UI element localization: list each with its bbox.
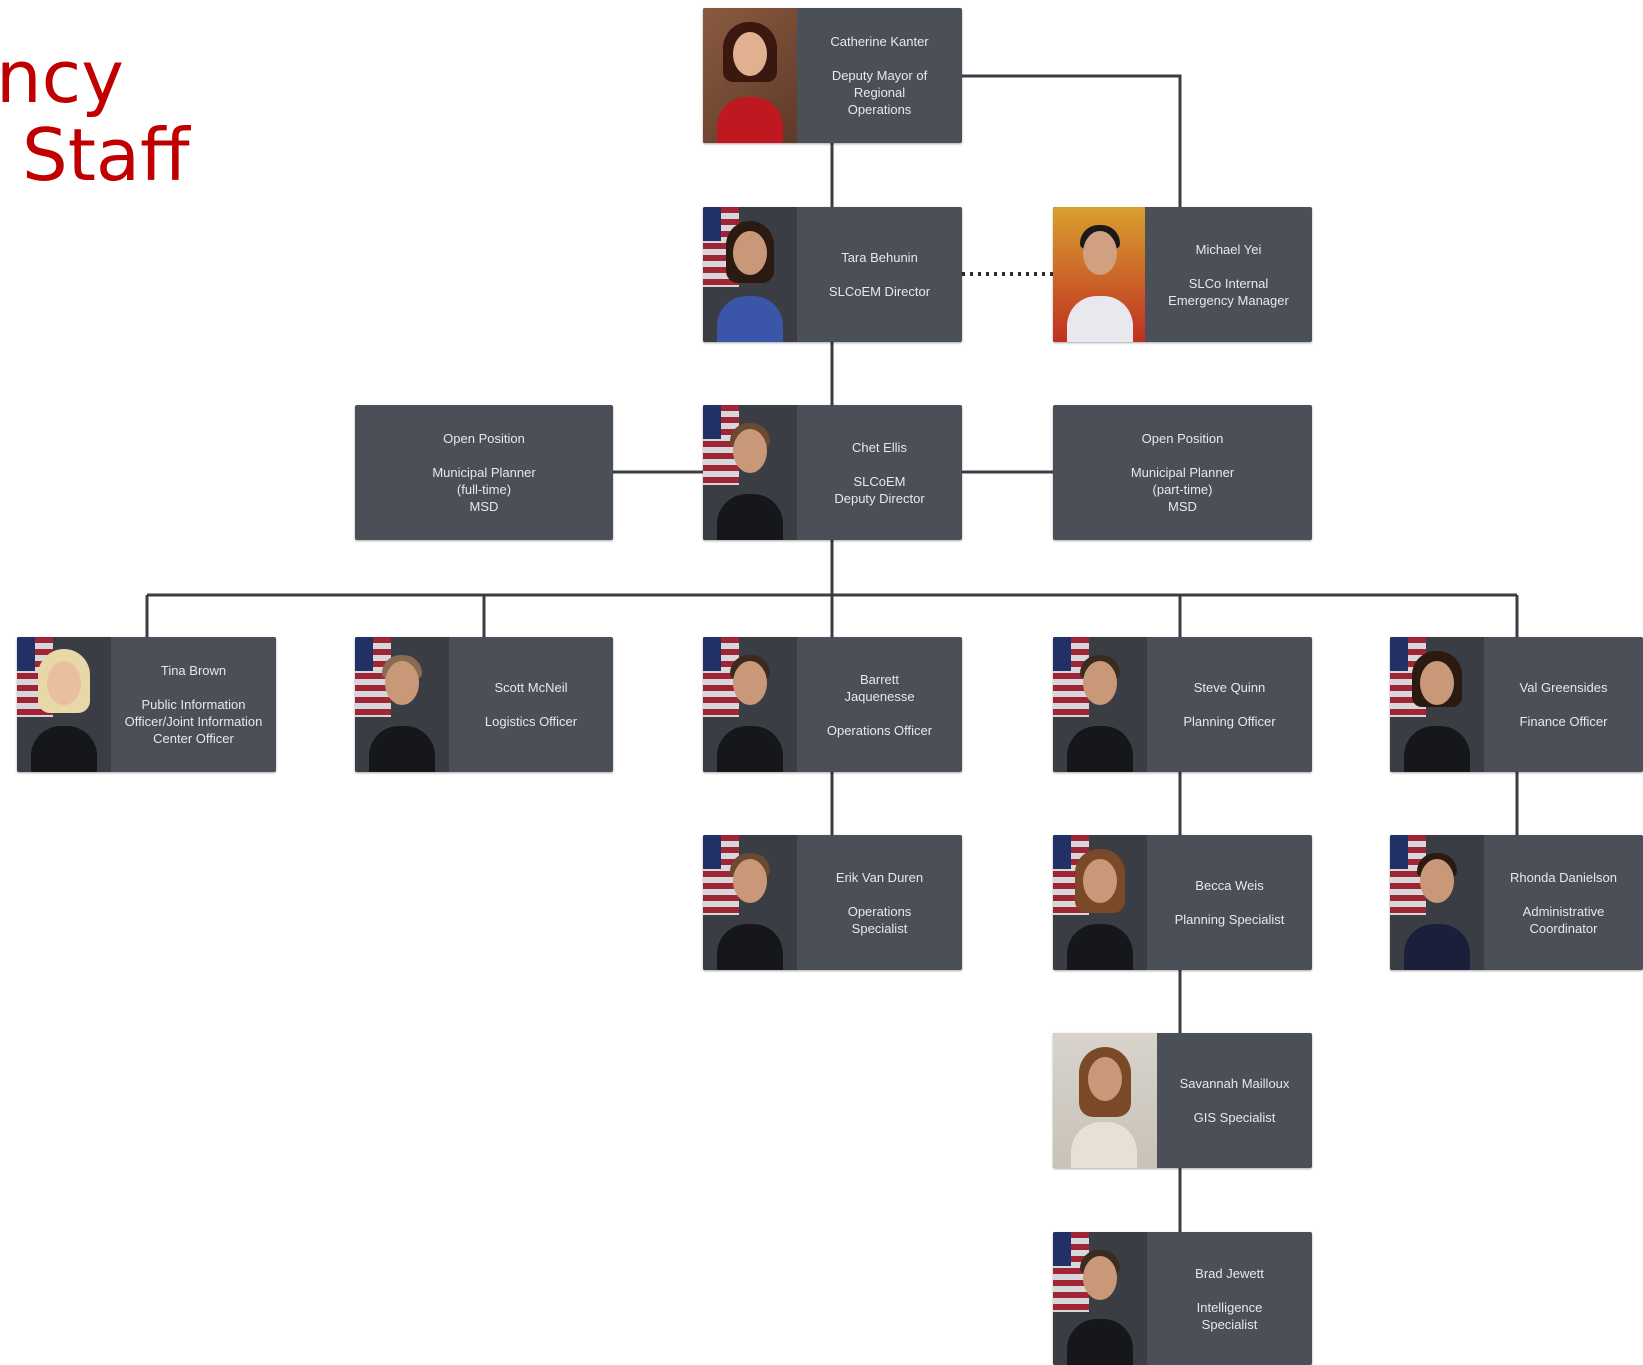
person-role: Public Information Officer/Joint Informa… bbox=[124, 697, 263, 746]
card-jewett[interactable]: Brad Jewett Intelligence Specialist bbox=[1053, 1232, 1312, 1365]
person-role: Planning Officer bbox=[1183, 714, 1276, 729]
person-name: Rhonda Danielson bbox=[1510, 869, 1617, 885]
person-role: Administrative Coordinator bbox=[1522, 903, 1605, 936]
card-text: Becca Weis Planning Specialist bbox=[1147, 835, 1312, 970]
card-open-position-right[interactable]: Open Position Municipal Planner (part-ti… bbox=[1053, 405, 1312, 540]
person-name: Tara Behunin bbox=[841, 250, 918, 265]
avatar bbox=[1053, 207, 1145, 342]
person-role: Logistics Officer bbox=[484, 714, 578, 729]
connector-kanter-yei bbox=[962, 74, 1182, 207]
person-name: Open Position bbox=[1141, 431, 1224, 446]
person-name: Tina Brown bbox=[160, 663, 227, 678]
avatar bbox=[1390, 637, 1484, 772]
card-yei[interactable]: Michael Yei SLCo Internal Emergency Mana… bbox=[1053, 207, 1312, 342]
card-text: Catherine Kanter Deputy Mayor of Regiona… bbox=[797, 8, 962, 143]
person-name: Brad Jewett bbox=[1195, 1265, 1264, 1281]
person-role: SLCoEM Deputy Director bbox=[834, 473, 925, 506]
person-name: Savannah Mailloux bbox=[1179, 1076, 1290, 1091]
card-weis[interactable]: Becca Weis Planning Specialist bbox=[1053, 835, 1312, 970]
page-title-line-2: Staff bbox=[22, 113, 190, 197]
card-text: Brad Jewett Intelligence Specialist bbox=[1147, 1232, 1312, 1365]
card-vanduren[interactable]: Erik Van Duren Operations Specialist bbox=[703, 835, 962, 970]
avatar bbox=[703, 637, 797, 772]
card-mailloux[interactable]: Savannah Mailloux GIS Specialist bbox=[1053, 1033, 1312, 1168]
avatar bbox=[703, 207, 797, 342]
card-kanter[interactable]: Catherine Kanter Deputy Mayor of Regiona… bbox=[703, 8, 962, 143]
person-role: Municipal Planner (full-time) MSD bbox=[432, 465, 536, 514]
person-name: Barrett Jaquenesse bbox=[844, 671, 915, 704]
card-text: Steve Quinn Planning Officer bbox=[1147, 637, 1312, 772]
avatar bbox=[355, 637, 449, 772]
person-role: Planning Specialist bbox=[1174, 912, 1285, 927]
person-name: Catherine Kanter bbox=[830, 34, 929, 49]
card-text: Michael Yei SLCo Internal Emergency Mana… bbox=[1145, 207, 1312, 342]
card-ellis[interactable]: Chet Ellis SLCoEM Deputy Director bbox=[703, 405, 962, 540]
card-greensides[interactable]: Val Greensides Finance Officer bbox=[1390, 637, 1643, 772]
card-text: Scott McNeil Logistics Officer bbox=[449, 637, 613, 772]
person-role: SLCo Internal Emergency Manager bbox=[1168, 275, 1289, 308]
person-role: Operations Officer bbox=[826, 722, 933, 738]
card-open-position-left[interactable]: Open Position Municipal Planner (full-ti… bbox=[355, 405, 613, 540]
avatar bbox=[1053, 1033, 1157, 1168]
person-role: Intelligence Specialist bbox=[1196, 1299, 1263, 1332]
avatar bbox=[1053, 1232, 1147, 1365]
person-role: Operations Specialist bbox=[847, 903, 912, 936]
card-text: Open Position Municipal Planner (part-ti… bbox=[1053, 405, 1312, 540]
card-text: Barrett Jaquenesse Operations Officer bbox=[797, 637, 962, 772]
card-mcneil[interactable]: Scott McNeil Logistics Officer bbox=[355, 637, 613, 772]
card-jaquenesse[interactable]: Barrett Jaquenesse Operations Officer bbox=[703, 637, 962, 772]
avatar bbox=[1053, 835, 1147, 970]
avatar bbox=[1390, 835, 1484, 970]
page-title-line-1: ncy bbox=[0, 35, 124, 119]
person-name: Erik Van Duren bbox=[835, 869, 924, 885]
person-name: Open Position bbox=[443, 431, 525, 446]
person-role: Municipal Planner (part-time) MSD bbox=[1130, 465, 1235, 514]
card-text: Val Greensides Finance Officer bbox=[1484, 637, 1643, 772]
person-role: GIS Specialist bbox=[1193, 1110, 1276, 1125]
avatar bbox=[1053, 637, 1147, 772]
person-role: Finance Officer bbox=[1519, 714, 1608, 729]
avatar bbox=[703, 405, 797, 540]
person-name: Steve Quinn bbox=[1193, 680, 1266, 695]
person-name: Michael Yei bbox=[1195, 241, 1262, 257]
avatar bbox=[703, 8, 797, 143]
page-title: ncy Staff bbox=[0, 30, 190, 264]
card-text: Tina Brown Public Information Officer/Jo… bbox=[111, 637, 276, 772]
card-text: Tara Behunin SLCoEM Director bbox=[797, 207, 962, 342]
card-text: Erik Van Duren Operations Specialist bbox=[797, 835, 962, 970]
card-brown[interactable]: Tina Brown Public Information Officer/Jo… bbox=[17, 637, 276, 772]
person-name: Scott McNeil bbox=[494, 680, 568, 695]
avatar bbox=[703, 835, 797, 970]
person-role: Deputy Mayor of Regional Operations bbox=[831, 68, 928, 117]
avatar bbox=[17, 637, 111, 772]
person-name: Chet Ellis bbox=[852, 439, 907, 455]
card-text: Rhonda Danielson Administrative Coordina… bbox=[1484, 835, 1643, 970]
card-text: Savannah Mailloux GIS Specialist bbox=[1157, 1033, 1312, 1168]
card-behunin[interactable]: Tara Behunin SLCoEM Director bbox=[703, 207, 962, 342]
person-role: SLCoEM Director bbox=[828, 284, 931, 299]
card-text: Chet Ellis SLCoEM Deputy Director bbox=[797, 405, 962, 540]
person-name: Becca Weis bbox=[1195, 878, 1264, 893]
card-danielson[interactable]: Rhonda Danielson Administrative Coordina… bbox=[1390, 835, 1643, 970]
card-text: Open Position Municipal Planner (full-ti… bbox=[355, 405, 613, 540]
card-quinn[interactable]: Steve Quinn Planning Officer bbox=[1053, 637, 1312, 772]
person-name: Val Greensides bbox=[1519, 680, 1608, 695]
